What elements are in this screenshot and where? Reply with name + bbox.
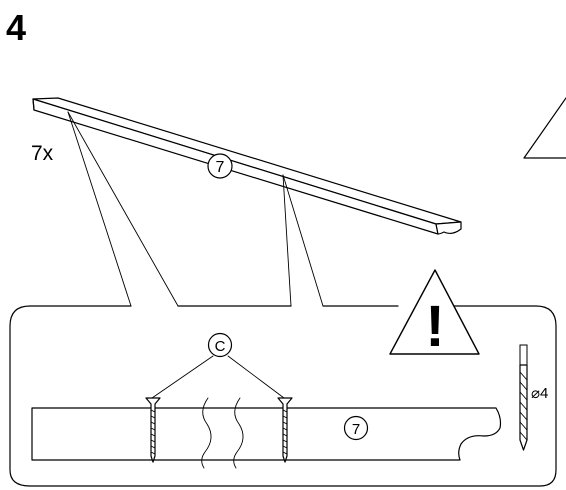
detail-rail [31, 397, 502, 469]
zoom-callout-lines [67, 111, 324, 307]
screw-label: C [151, 332, 285, 399]
screw-left [145, 397, 161, 463]
detail-rail-part-label: 7 [343, 415, 369, 441]
screw-part-letter: C [215, 338, 226, 355]
warning-icon: ! [389, 269, 480, 359]
drill-diameter-label: ⌀4 [531, 385, 548, 402]
screw-right [277, 397, 293, 463]
rail-piece [32, 97, 462, 235]
warning-mark: ! [425, 294, 444, 359]
detail-box [9, 305, 557, 487]
rail-part-label: 7 [207, 153, 233, 179]
drill-bit-icon [519, 344, 528, 451]
partial-warning-triangle [523, 97, 566, 159]
rail-part-number: 7 [216, 159, 225, 176]
quantity-label: 7x [31, 142, 54, 165]
step-number: 4 [6, 7, 26, 48]
detail-rail-part-number: 7 [352, 421, 360, 438]
